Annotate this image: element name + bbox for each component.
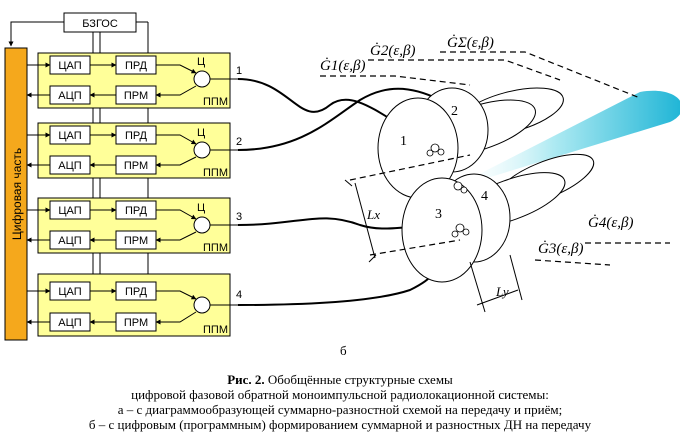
output-4-label: 4 (236, 289, 242, 301)
digital-part-block (4, 47, 28, 341)
prd-label: ПРД (125, 205, 148, 217)
circulator-label: Ц (197, 56, 205, 68)
lobe-2-label: 2 (451, 104, 458, 119)
caption-label: Рис. 2. (227, 372, 265, 387)
output-2-label: 2 (236, 136, 242, 148)
ppm-label: ППМ (203, 324, 228, 336)
adc-label: АЦП (58, 90, 81, 102)
prm-label: ПРМ (124, 90, 148, 102)
ppm-label: ППМ (203, 167, 228, 179)
dac-label: ЦАП (58, 205, 81, 217)
prm-label: ПРМ (124, 160, 148, 172)
feeder-2 (237, 87, 441, 151)
prd-label: ПРД (125, 286, 148, 298)
lobe-4-label: 4 (481, 189, 488, 204)
module-1: ЦАП АЦП ПРД ПРМ Ц ППМ (26, 52, 238, 109)
circulator-label: Ц (197, 202, 205, 214)
ppm-label: ППМ (203, 96, 228, 108)
lx-label: Lx (366, 207, 380, 222)
prm-label: ПРМ (124, 235, 148, 247)
module-4: ЦАП АЦП ПРД ПРМ ППМ (26, 273, 238, 337)
dac-label: ЦАП (58, 286, 81, 298)
lobe-1-label: 1 (400, 134, 407, 149)
caption-line-3: а – с диаграммообразующей суммарно-разно… (117, 402, 563, 417)
module-3: ЦАП АЦП ПРД ПРМ Ц ППМ (26, 197, 238, 254)
subfigure-label: б (340, 343, 347, 358)
bzgos-label: БЗГОС (82, 18, 118, 30)
prd-label: ПРД (125, 60, 148, 72)
output-1-label: 1 (236, 65, 242, 77)
dimension-ly (469, 254, 523, 313)
caption-line-4: б – с цифровым (программным) формировани… (88, 417, 592, 432)
gsum-label: ĠΣ(ε,β) (447, 34, 494, 51)
caption-line-2: цифровой фазовой обратной моноимпульсной… (131, 387, 549, 402)
circulator-label: Ц (197, 127, 205, 139)
feeder-1 (237, 78, 406, 129)
adc-label: АЦП (58, 160, 81, 172)
g2-label: Ġ2(ε,β) (370, 42, 415, 59)
caption-title: Рис. 2. Обобщённые структурные схемы (0, 373, 680, 387)
prm-label: ПРМ (124, 317, 148, 329)
dac-label: ЦАП (58, 130, 81, 142)
ly-label: Ly (495, 284, 509, 299)
dimension-lx (344, 179, 377, 263)
dac-label: ЦАП (58, 60, 81, 72)
g3-label: Ġ3(ε,β) (538, 240, 583, 257)
adc-label: АЦП (58, 317, 81, 329)
g4-label: Ġ4(ε,β) (588, 214, 633, 231)
ppm-label: ППМ (203, 242, 228, 254)
prd-label: ПРД (125, 130, 148, 142)
output-3-label: 3 (236, 211, 242, 223)
caption-line-1: Обобщённые структурные схемы (267, 372, 453, 387)
sum-beam (448, 90, 680, 190)
module-2: ЦАП АЦП ПРД ПРМ Ц ППМ (26, 122, 238, 179)
pattern-guides (320, 51, 670, 266)
digital-part-label: Цифровая часть (10, 148, 24, 240)
lobe-3-label: 3 (435, 207, 442, 222)
radiation-lobes (377, 87, 595, 283)
g1-label: Ġ1(ε,β) (320, 57, 365, 74)
adc-label: АЦП (58, 235, 81, 247)
